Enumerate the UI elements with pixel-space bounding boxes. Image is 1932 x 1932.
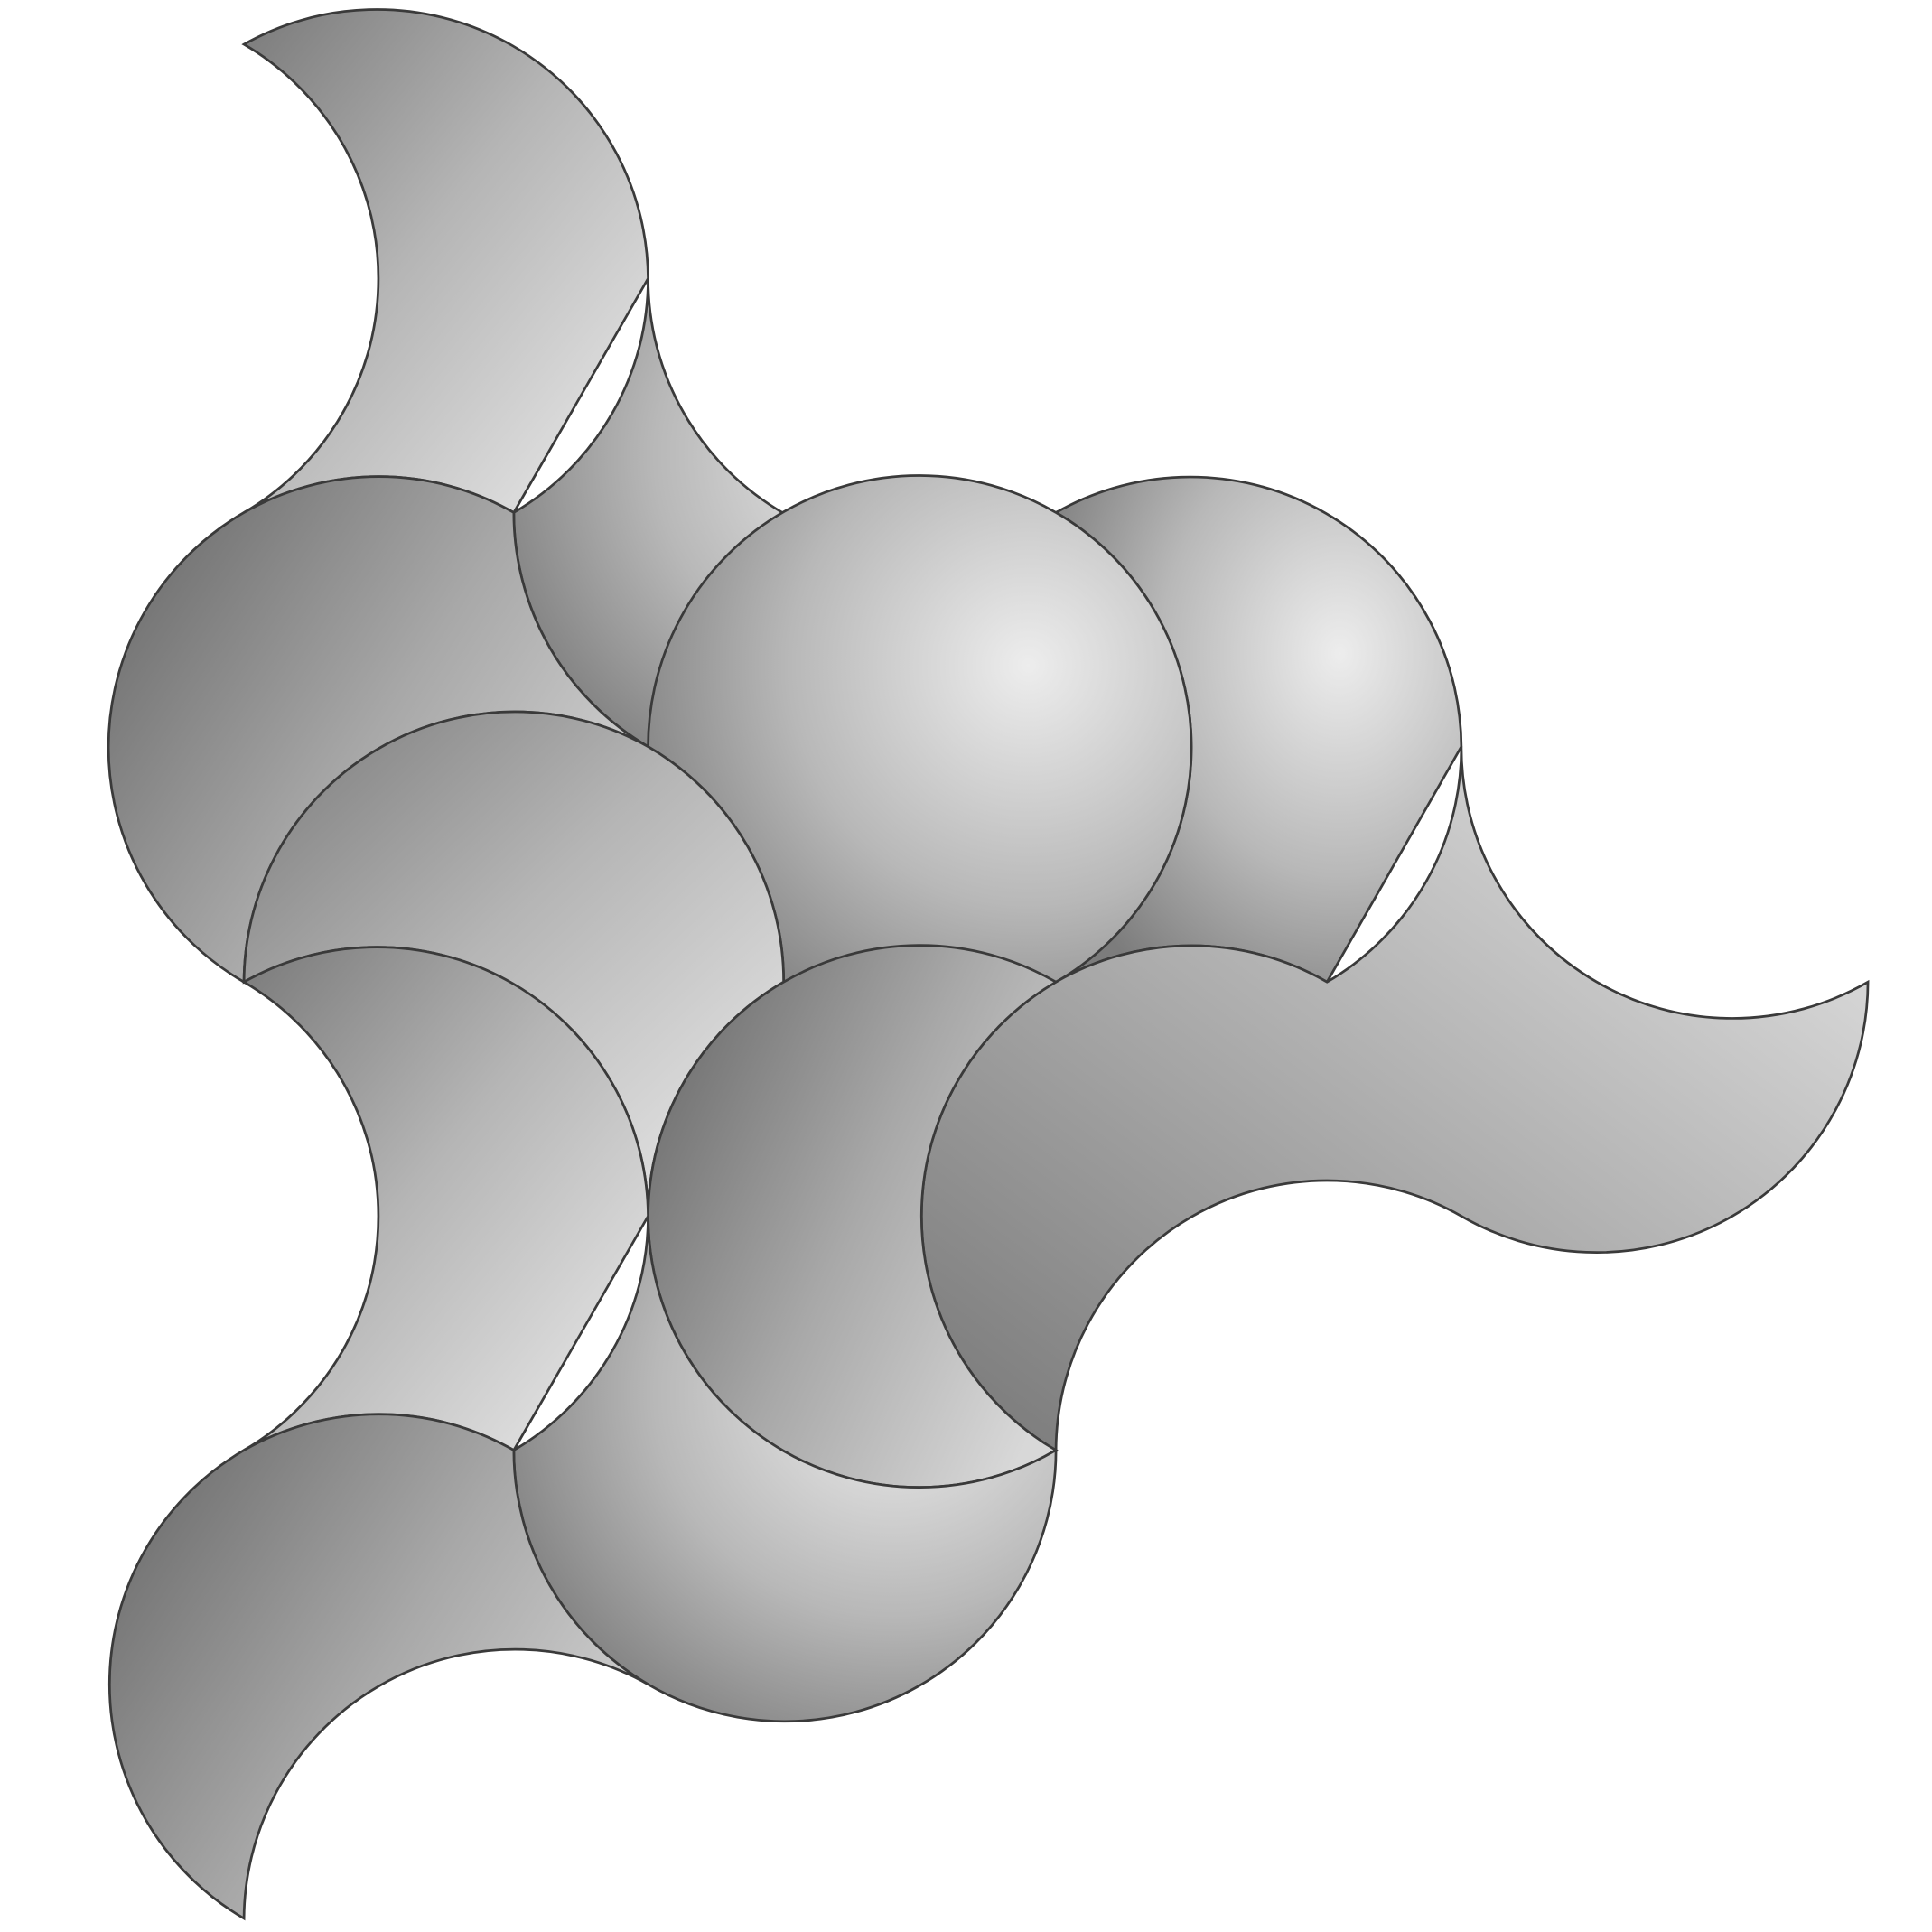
tile-top-left bbox=[241, 8, 649, 515]
tile-bottom-left bbox=[107, 1413, 649, 1921]
tile-right bbox=[919, 746, 1870, 1452]
